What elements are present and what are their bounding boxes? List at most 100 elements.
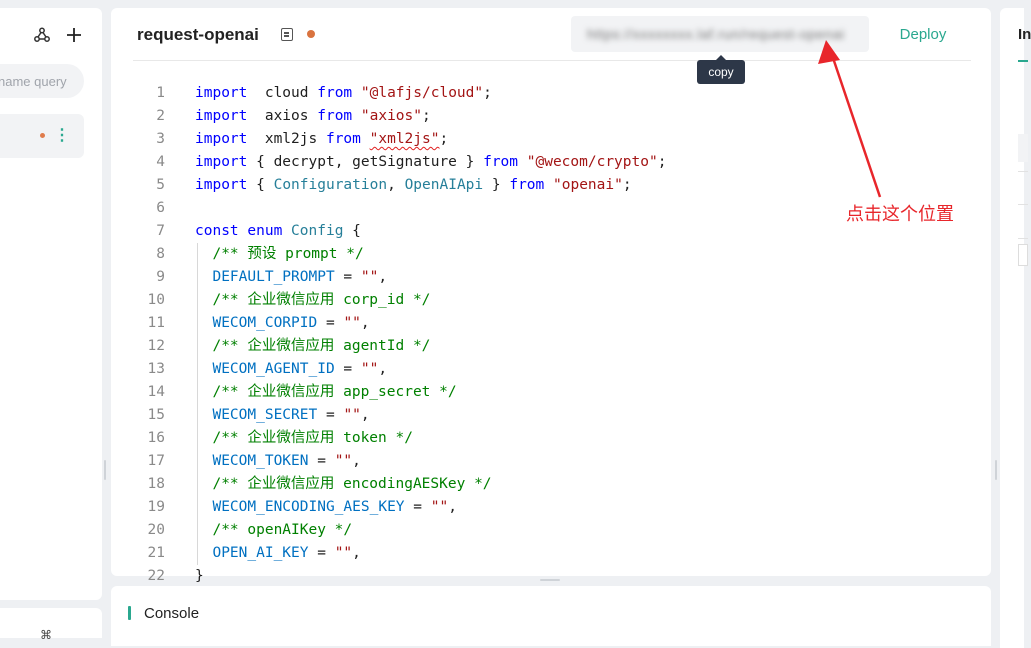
indent-guide [197,427,198,450]
code-token: import [195,154,248,170]
code-token: , [378,269,388,285]
code-token: } [483,177,510,193]
line-number: 15 [147,407,165,423]
indent-guide [197,243,198,266]
code-token [195,430,212,446]
left-resize-handle[interactable] [104,460,106,480]
code-token: OPEN_AI_KEY [212,545,309,561]
indent-guide [197,519,198,542]
line-number: 22 [147,568,165,584]
code-line[interactable]: 22} [111,565,991,588]
code-token: "" [360,269,379,285]
editor-header: request-openai https://xxxxxxxx.laf.run/… [111,8,991,60]
code-token: "" [360,361,379,377]
code-token: , [360,315,370,331]
code-token: , [352,545,361,561]
deploy-button[interactable]: Deploy [881,16,965,52]
line-number: 14 [147,384,165,400]
code-token: { [343,223,361,239]
webhook-icon[interactable] [32,26,52,46]
right-panel-button[interactable] [1018,244,1028,266]
function-url[interactable]: https://xxxxxxxx.laf.run/request-openai [587,26,845,42]
code-token: = [404,499,431,515]
code-line[interactable]: 18 /** 企业微信应用 encodingAESKey */ [111,473,991,496]
indent-guide [197,404,198,427]
code-line[interactable]: 14 /** 企业微信应用 app_secret */ [111,381,991,404]
right-panel-divider [1018,171,1028,172]
line-number: 11 [147,315,165,331]
code-line[interactable]: 21 OPEN_AI_KEY = "", [111,542,991,565]
header-divider [133,60,971,61]
code-token: import [195,108,248,124]
code-line[interactable]: 11 WECOM_CORPID = "", [111,312,991,335]
code-token: Configuration [273,177,388,193]
code-token [195,453,212,469]
code-token [518,154,527,170]
code-text: WECOM_ENCODING_AES_KEY = "", [195,496,456,519]
code-token: = [334,361,361,377]
right-panel-field[interactable] [1018,134,1028,162]
line-number: 8 [156,246,165,262]
code-text: /** 企业微信应用 encodingAESKey */ [195,473,492,496]
code-token: ; [657,154,667,170]
code-token: = [334,269,361,285]
indent-guide [197,542,198,565]
code-line[interactable]: 9 DEFAULT_PROMPT = "", [111,266,991,289]
add-function-icon[interactable] [64,26,84,46]
code-token: import [195,85,248,101]
code-token: , [378,361,388,377]
code-text: WECOM_SECRET = "", [195,404,369,427]
line-number: 13 [147,361,165,377]
code-token: { decrypt, getSignature } [247,154,484,170]
code-token: ; [622,177,632,193]
code-line[interactable]: 8 /** 预设 prompt */ [111,243,991,266]
right-resize-handle[interactable] [995,460,997,480]
code-text: WECOM_TOKEN = "", [195,450,361,473]
line-number: 6 [156,200,165,216]
console-resize-handle[interactable] [540,579,560,581]
code-line[interactable]: 10 /** 企业微信应用 corp_id */ [111,289,991,312]
code-line[interactable]: 19 WECOM_ENCODING_AES_KEY = "", [111,496,991,519]
function-search-input[interactable] [0,64,84,98]
code-token: from [509,177,545,193]
code-token: { [247,177,274,193]
indent-guide [197,266,198,289]
document-icon[interactable] [281,28,293,41]
function-title: request-openai [137,25,259,44]
annotation-text: 点击这个位置 [846,204,954,225]
code-text: } [195,565,204,588]
code-token: /** 企业微信应用 agentId */ [212,338,431,354]
code-line[interactable]: 17 WECOM_TOKEN = "", [111,450,991,473]
interface-debug-tab[interactable]: In [1018,26,1031,43]
code-line[interactable]: 12 /** 企业微信应用 agentId */ [111,335,991,358]
code-token: , [352,453,361,469]
code-token [195,269,212,285]
function-list-toolbar [0,26,102,60]
code-line[interactable]: 15 WECOM_SECRET = "", [111,404,991,427]
code-line[interactable]: 16 /** 企业微信应用 token */ [111,427,991,450]
line-number: 7 [156,223,165,239]
code-line[interactable]: 20 /** openAIKey */ [111,519,991,542]
function-url-box[interactable]: https://xxxxxxxx.laf.run/request-openai [571,16,869,52]
code-token: const [195,223,239,239]
code-text: /** 企业微信应用 app_secret */ [195,381,456,404]
code-token [195,315,212,331]
code-line[interactable]: 13 WECOM_AGENT_ID = "", [111,358,991,381]
function-list-item[interactable]: ⋮ [0,114,84,158]
code-token: ; [483,85,492,101]
code-token: /** 企业微信应用 corp_id */ [212,292,431,308]
editor-panel: request-openai https://xxxxxxxx.laf.run/… [111,8,991,584]
code-token: "" [334,453,353,469]
code-text: import xml2js from "xml2js"; [195,128,448,151]
more-options-icon[interactable]: ⋮ [54,127,70,144]
code-token: /** 企业微信应用 encodingAESKey */ [212,476,492,492]
code-line[interactable]: 6 [111,197,991,220]
code-text: /** 企业微信应用 token */ [195,427,413,450]
